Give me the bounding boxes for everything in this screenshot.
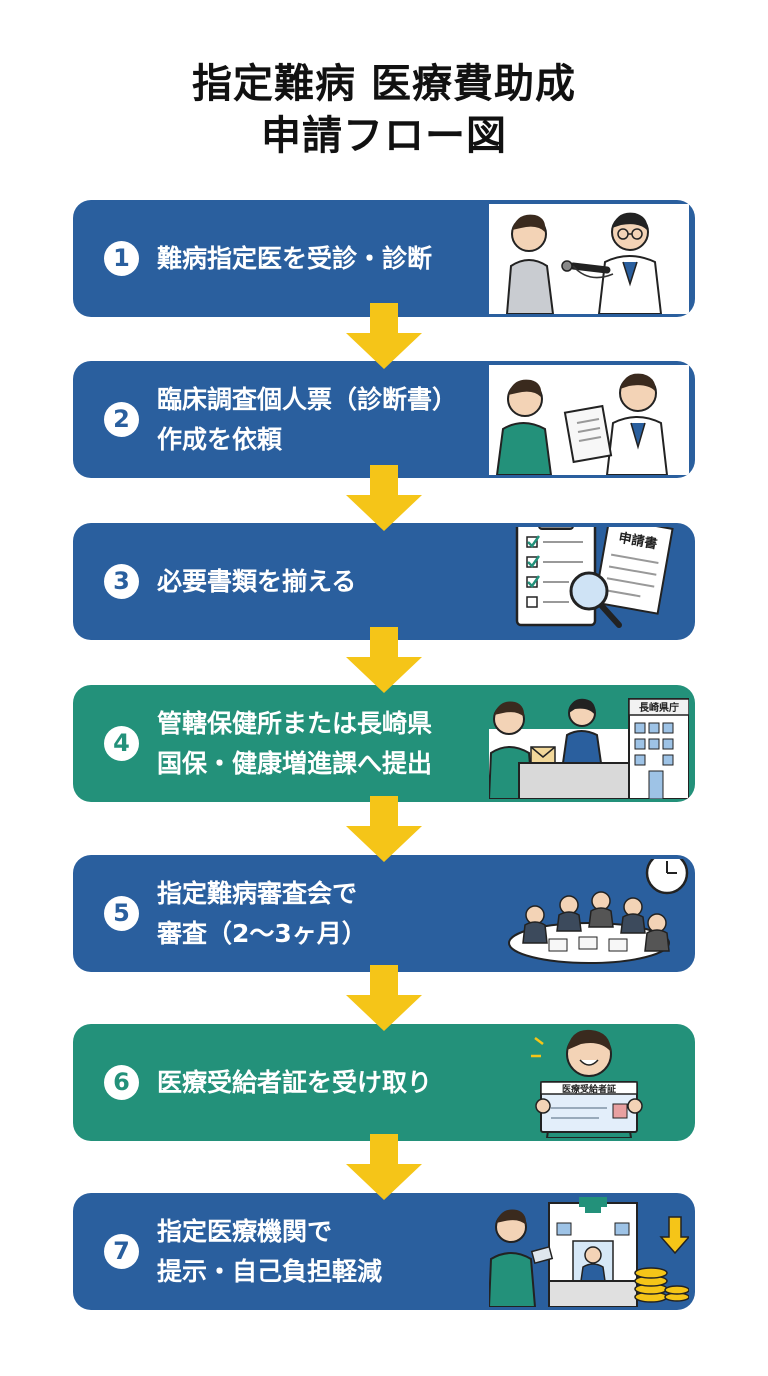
- step-7-number: 7: [104, 1234, 139, 1269]
- page-title: 指定難病 医療費助成 申請フロー図: [0, 58, 768, 162]
- step-5-line-2: 審査（2〜3ヶ月）: [157, 918, 367, 948]
- step-4-box: 4 管轄保健所または長崎県 国保・健康増進課へ提出 長崎県庁: [73, 685, 695, 802]
- step-4-line-1: 管轄保健所または長崎県: [157, 708, 433, 738]
- flow-arrow-2: [346, 465, 422, 531]
- step-7-box: 7 指定医療機関で 提示・自己負担軽減: [73, 1193, 695, 1310]
- clipboard-magnifier-illustration: 申請書: [515, 527, 674, 628]
- title-line-1: 指定難病 医療費助成: [192, 61, 576, 107]
- step-6-box: 6 医療受給者証を受け取り 医療受給者証: [73, 1024, 695, 1141]
- doctor-document-illustration: [489, 365, 689, 475]
- hospital-coins-illustration: [489, 1197, 689, 1307]
- step-3-label: 必要書類を揃える: [157, 523, 356, 640]
- step-3-line-1: 必要書類を揃える: [157, 566, 357, 596]
- flow-arrow-4: [346, 796, 422, 862]
- doctor-exam-illustration: [489, 204, 689, 314]
- flow-arrow-6: [346, 1134, 422, 1200]
- step-1-line-1: 難病指定医を受診・診断: [157, 243, 433, 273]
- step-4-line-2: 国保・健康増進課へ提出: [157, 748, 433, 778]
- step-6-line-1: 医療受給者証を受け取り: [157, 1067, 433, 1097]
- prefectural-office-sign: 長崎県庁: [639, 701, 679, 714]
- step-2-line-2: 作成を依頼: [157, 424, 283, 454]
- step-2-number: 2: [104, 402, 139, 437]
- step-2-box: 2 臨床調査個人票（診断書） 作成を依頼: [73, 361, 695, 478]
- flow-arrow-3: [346, 627, 422, 693]
- step-7-line-1: 指定医療機関で: [157, 1216, 333, 1246]
- step-5-label: 指定難病審査会で 審査（2〜3ヶ月）: [157, 855, 367, 972]
- step-5-number: 5: [104, 896, 139, 931]
- step-2-line-1: 臨床調査個人票（診断書）: [157, 384, 458, 414]
- step-4-number: 4: [104, 726, 139, 761]
- step-1-box: 1 難病指定医を受診・診断: [73, 200, 695, 317]
- application-form-label: 申請書: [617, 530, 658, 553]
- step-1-number: 1: [104, 241, 139, 276]
- step-5-box: 5 指定難病審査会で 審査（2〜3ヶ月）: [73, 855, 695, 972]
- office-submission-illustration: 長崎県庁: [489, 698, 689, 799]
- step-1-label: 難病指定医を受診・診断: [157, 200, 432, 317]
- step-5-line-1: 指定難病審査会で: [157, 878, 358, 908]
- step-6-label: 医療受給者証を受け取り: [157, 1024, 432, 1141]
- title-line-2: 申請フロー図: [261, 113, 507, 159]
- step-3-number: 3: [104, 564, 139, 599]
- certificate-label: 医療受給者証: [562, 1083, 616, 1095]
- step-6-number: 6: [104, 1065, 139, 1100]
- step-4-label: 管轄保健所または長崎県 国保・健康増進課へ提出: [157, 685, 432, 802]
- certificate-receipt-illustration: 医療受給者証: [531, 1029, 643, 1138]
- step-7-line-2: 提示・自己負担軽減: [157, 1256, 383, 1286]
- flow-arrow-1: [346, 303, 422, 369]
- flow-arrow-5: [346, 965, 422, 1031]
- step-7-label: 指定医療機関で 提示・自己負担軽減: [157, 1193, 382, 1310]
- step-2-label: 臨床調査個人票（診断書） 作成を依頼: [157, 361, 457, 478]
- review-meeting-illustration: [508, 859, 689, 964]
- step-3-box: 3 必要書類を揃える 申請書: [73, 523, 695, 640]
